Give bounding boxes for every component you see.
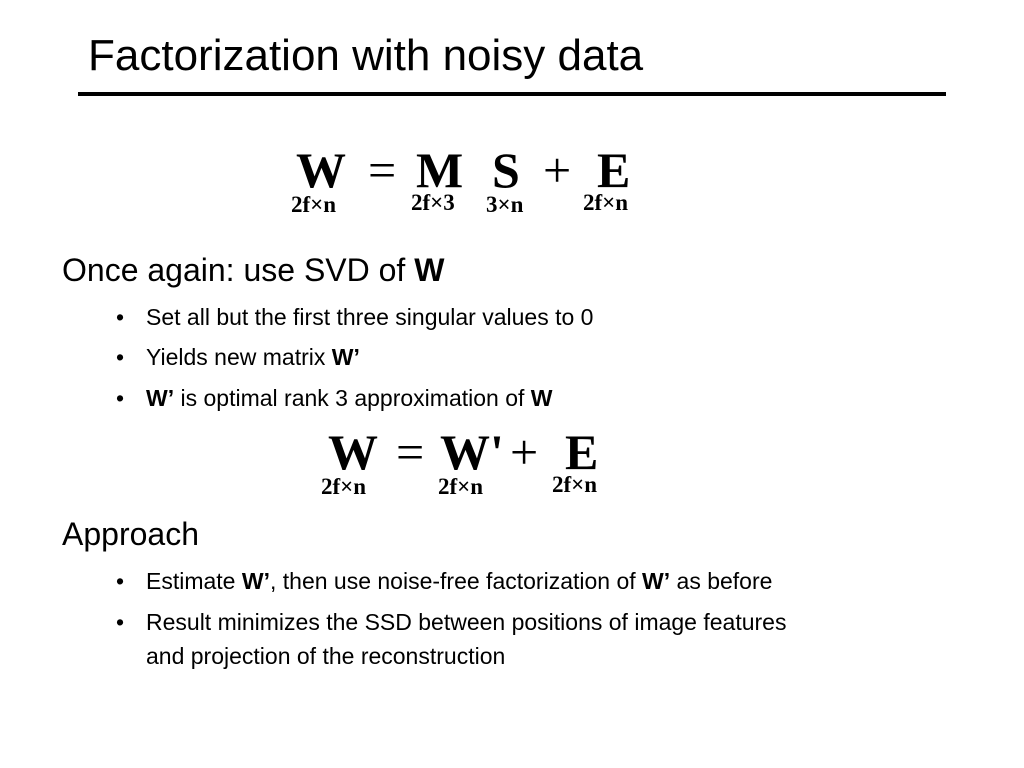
list-item: Estimate W’, then use noise-free factori… [146,564,772,598]
section-heading-approach: Approach [62,516,199,552]
eq2-dim-e: 2f×n [552,472,598,497]
title-underline [78,92,946,96]
eq2-e: E [565,424,599,480]
list-item-line: and projection of the reconstruction [146,643,506,669]
eq2-w: W [328,424,378,480]
eq1-dim-m: 2f×3 [411,190,455,215]
eq1-dim-s: 3×n [486,192,524,217]
eq2-dim-w: 2f×n [321,474,367,499]
eq1-plus: + [543,142,572,198]
list-item-text: is optimal rank 3 approximation of [174,385,531,411]
bullet-dot: • [116,385,125,411]
list-item-bold: W’ [642,568,671,594]
list-item-text: Yields new matrix [146,344,332,370]
slide-title: Factorization with noisy data [88,31,644,80]
list-item: Result minimizes the SSD between positio… [146,605,786,673]
eq2-dim-wprime: 2f×n [438,474,484,499]
list-item-bold: W [530,385,553,411]
list-item-text: , then use noise-free factorization of [269,568,643,594]
section-heading-svd-bold: W [414,252,445,288]
list-item: Set all but the first three singular val… [146,304,594,330]
list-item: W’ is optimal rank 3 approximation of W [146,381,553,415]
section-heading-svd: Once again: use SVD of W [62,250,444,290]
list-item-line: Result minimizes the SSD between positio… [146,609,787,635]
eq1-equals: = [368,142,397,198]
list-item-bold: W’ [331,344,360,370]
eq2-equals: = [396,424,425,480]
section-heading-svd-text: Once again: use SVD of [62,252,415,288]
list-item-bold: W’ [146,385,175,411]
list-item: Yields new matrix W’ [146,340,360,374]
list-item-bold: W’ [241,568,270,594]
bullet-dot: • [116,609,125,635]
bullet-dot: • [116,304,125,330]
list-item-text: Estimate [146,568,242,594]
eq1-s: S [492,142,520,198]
bullet-dot: • [116,568,125,594]
eq1-w: W [296,142,346,198]
eq1-m: M [416,142,464,198]
eq1-dim-e: 2f×n [583,190,629,215]
eq1-e: E [597,142,631,198]
eq2-wprime: W' [440,424,504,480]
list-item-text: as before [670,568,773,594]
eq2-plus: + [510,424,539,480]
eq1-dim-w: 2f×n [291,192,337,217]
bullet-dot: • [116,344,125,370]
